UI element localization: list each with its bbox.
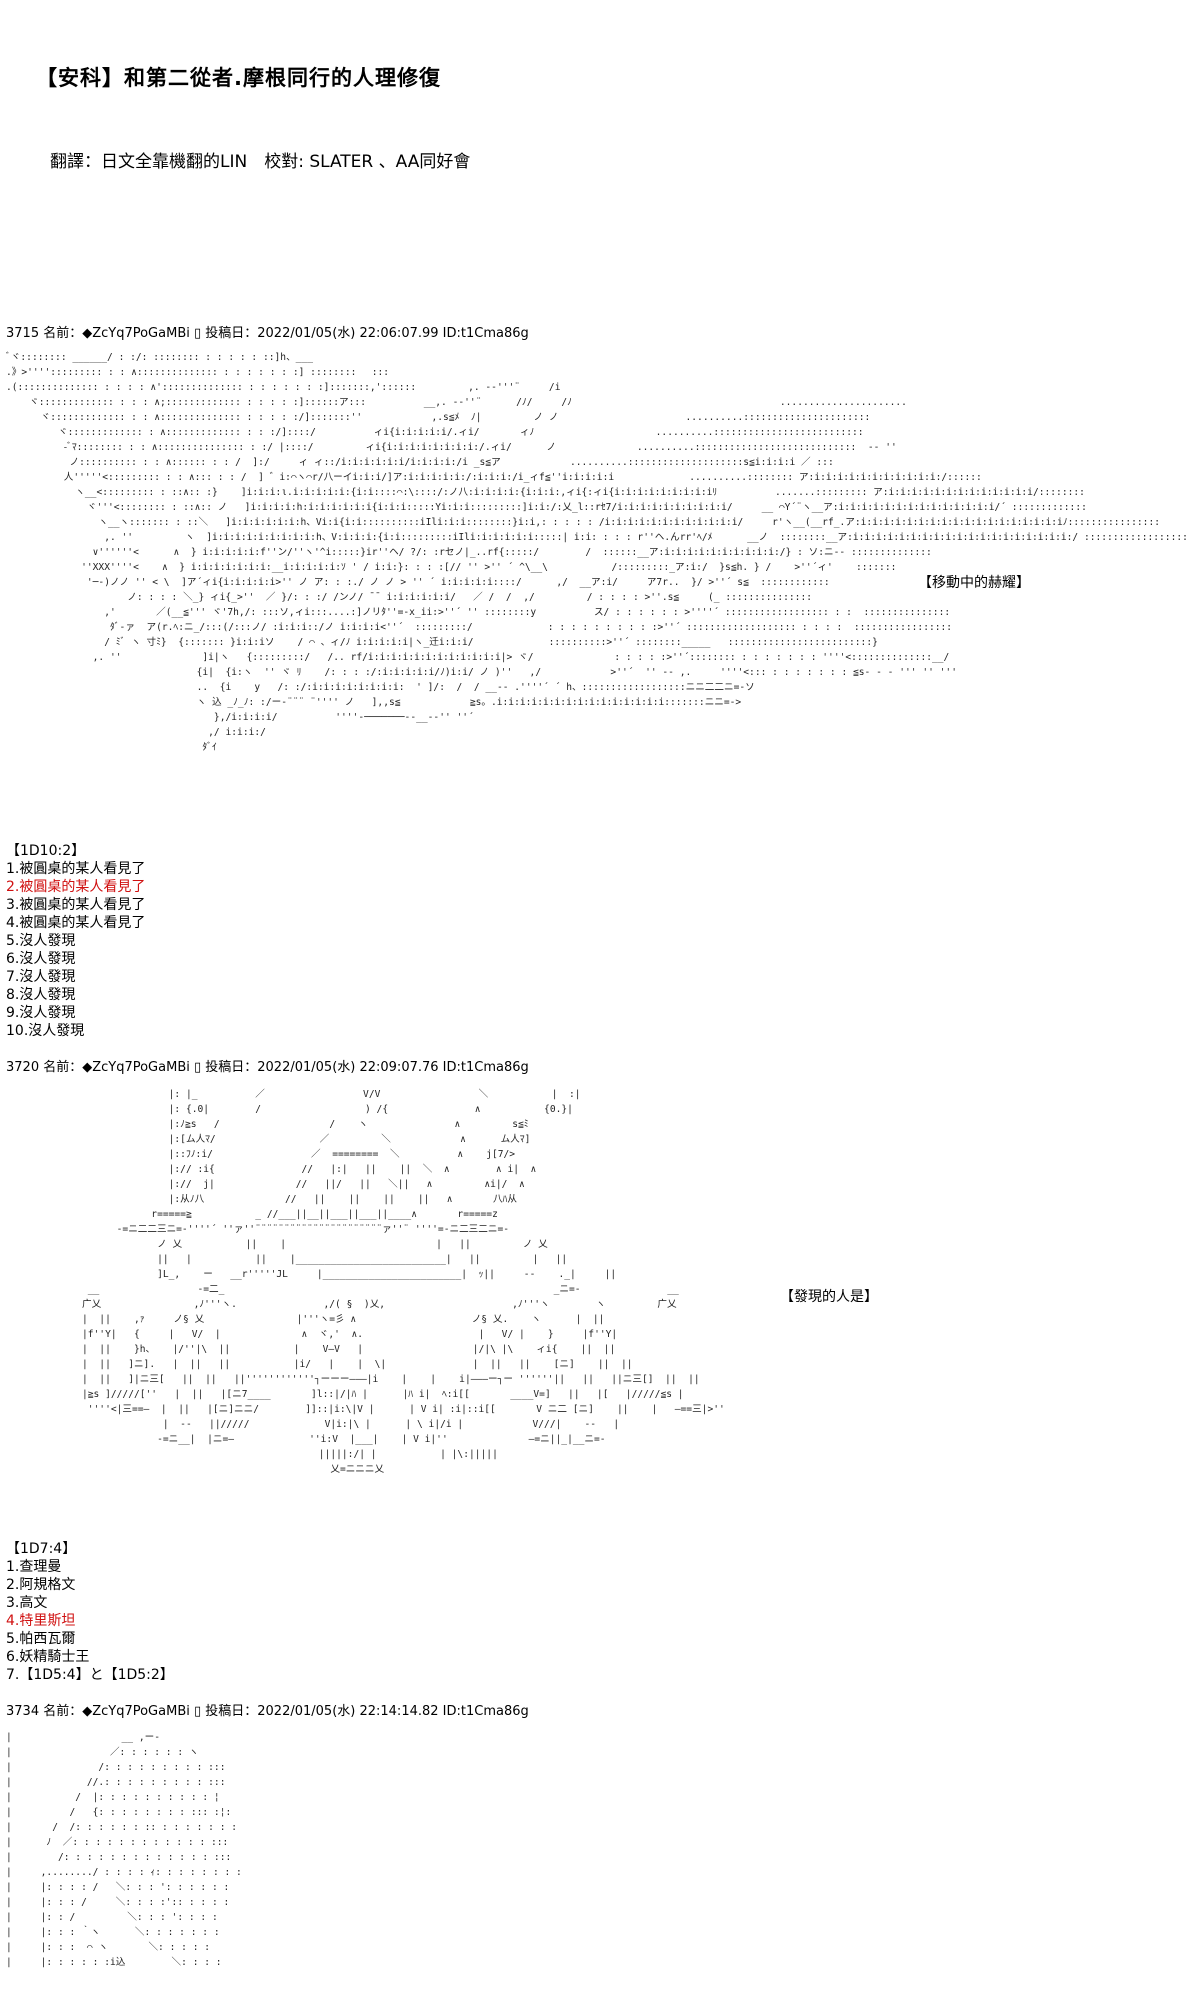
dice-roll-label: 【1D7:4】 <box>6 1541 77 1557</box>
scene-caption: 【發現的人是】 <box>780 1289 878 1305</box>
list-item: 3.高文 <box>6 1595 48 1611</box>
list-item: 1.查理曼 <box>6 1559 62 1575</box>
ascii-art-round-table-tent: |: |_ ／ V/V ＼ | :| |: {.0| / ) /{ ∧ {0.}… <box>81 1089 725 1475</box>
list-item: 8.沒人發現 <box>6 987 76 1003</box>
list-item: 7.【1D5:4】と【1D5:2】 <box>6 1667 174 1683</box>
page-title: 【安科】和第二從者.摩根同行的人理修復 <box>36 66 441 90</box>
list-item-selected: 4.特里斯坦 <box>6 1613 76 1629</box>
list-item: 10.沒人發現 <box>6 1023 85 1039</box>
list-item: 2.阿規格文 <box>6 1577 76 1593</box>
ascii-art-figure: | __ ,ー- | ／: : : : : : ヽ | /: : : : : :… <box>6 1732 242 1968</box>
list-item-selected: 2.被圓桌的某人看見了 <box>6 879 146 895</box>
list-item: 1.被圓桌的某人看見了 <box>6 861 146 877</box>
list-item: 6.妖精騎士王 <box>6 1649 90 1665</box>
dice-options-list: 【1D7:4】 1.查理曼 2.阿規格文 3.高文 4.特里斯坦 5.帕西瓦爾 … <box>6 1540 174 1684</box>
dice-roll-label: 【1D10:2】 <box>6 843 86 859</box>
ascii-art-flying-ship: ﾞヾ:::::::: ______/ : :/: :::::::: : : : … <box>6 352 1188 753</box>
scene-caption: 【移動中的赫耀】 <box>918 575 1030 591</box>
list-item: 7.沒人發現 <box>6 969 76 985</box>
post-header: 3720 名前：◆ZcYq7PoGaMBi ▯ 投稿日：2022/01/05(水… <box>6 1060 529 1075</box>
list-item: 6.沒人發現 <box>6 951 76 967</box>
list-item: 4.被圓桌的某人看見了 <box>6 915 146 931</box>
post-header: 3734 名前：◆ZcYq7PoGaMBi ▯ 投稿日：2022/01/05(水… <box>6 1704 529 1719</box>
list-item: 9.沒人發現 <box>6 1005 76 1021</box>
list-item: 5.沒人發現 <box>6 933 76 949</box>
list-item: 5.帕西瓦爾 <box>6 1631 76 1647</box>
list-item: 3.被圓桌的某人看見了 <box>6 897 146 913</box>
translation-credit: 翻譯：日文全靠機翻的LIN 校對: SLATER 、AA同好會 <box>50 152 471 172</box>
post-header: 3715 名前：◆ZcYq7PoGaMBi ▯ 投稿日：2022/01/05(水… <box>6 326 529 341</box>
dice-options-list: 【1D10:2】 1.被圓桌的某人看見了 2.被圓桌的某人看見了 3.被圓桌的某… <box>6 842 145 1040</box>
